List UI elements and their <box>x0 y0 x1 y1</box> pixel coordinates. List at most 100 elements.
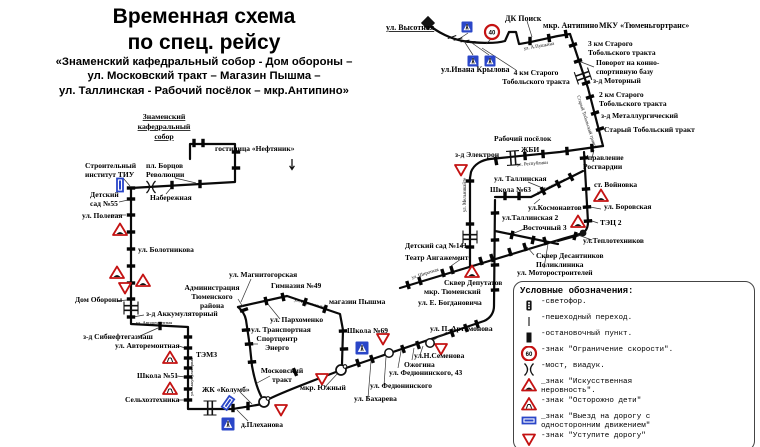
map-label: Рабочий посёлок <box>494 134 552 143</box>
route-line <box>493 229 560 246</box>
map-label: Детский <box>90 190 119 199</box>
map-label: Гимназия №49 <box>271 281 322 290</box>
bus-stop-mark <box>530 235 536 245</box>
map-label: ЖК «Колумб» <box>202 385 250 394</box>
bus-stop-mark <box>183 387 193 391</box>
bus-stop-mark <box>493 156 499 166</box>
bus-stop-mark <box>126 230 136 234</box>
route-subtitle-line3: ул. Таллинская - Рабочий посёлок – мкр.А… <box>59 84 349 97</box>
bus-stop-mark <box>490 238 500 242</box>
map-label: д.Плеханова <box>241 420 283 429</box>
bus-stop-mark <box>263 296 269 306</box>
route-line <box>426 22 572 46</box>
bus-stop-mark <box>517 191 521 201</box>
children-icon <box>162 381 178 395</box>
bus-stop-mark <box>183 366 193 370</box>
map-label: Набережная <box>150 193 192 202</box>
label-leader <box>463 40 474 56</box>
bus-stop-mark <box>280 292 286 302</box>
bus-stop-mark <box>400 344 406 354</box>
map-label: ул. Моторостроителей <box>517 268 593 277</box>
label-leader <box>324 372 339 388</box>
map-label: сад №55 <box>90 199 118 208</box>
tlight-icon <box>526 300 532 311</box>
map-label: ул. Республики <box>517 161 549 168</box>
bus-stop-mark <box>563 29 569 39</box>
bus-stop-mark <box>126 264 136 268</box>
map-label: Восточный 3 <box>523 223 567 232</box>
map-label: Сельхозтехника <box>125 395 180 404</box>
oneway-icon <box>220 394 236 412</box>
tlight-icon <box>526 300 532 311</box>
bus-stop-mark <box>507 247 513 257</box>
map-label: ул. Федюнинского, 43 <box>389 368 462 377</box>
map-label: Ожогина <box>404 360 435 369</box>
pedsign-icon <box>484 55 496 67</box>
yield-icon <box>522 434 536 447</box>
legend-item: -остановочный пункт. <box>519 330 749 345</box>
svg-text:40: 40 <box>489 30 496 36</box>
oneway-icon <box>521 416 537 425</box>
page-title-line1: Временная схема <box>112 5 296 28</box>
tick-icon <box>466 41 476 43</box>
bus-stop-mark <box>231 403 235 413</box>
map-label: ул. Полевая <box>82 211 122 220</box>
map-label: пл. Борцов <box>146 161 183 170</box>
bump-icon <box>593 188 609 202</box>
junction-icon <box>425 338 435 348</box>
bus-stop-mark <box>183 356 193 360</box>
map-label: ул. Транспортная <box>251 325 311 334</box>
bump-icon <box>112 222 128 236</box>
viaduct-icon <box>203 400 217 416</box>
bus-stop-mark <box>417 276 423 286</box>
speed-icon: 60 <box>520 346 538 361</box>
bus-stop-mark <box>590 110 600 116</box>
label-leader <box>481 47 517 71</box>
bus-stop-mark <box>338 329 348 333</box>
map-label: Поликлиника <box>536 260 584 269</box>
map-label: Школа №51 <box>137 371 178 380</box>
map-label: Росгвардии <box>583 162 623 171</box>
map-label: ул. Пархоменко <box>270 315 323 324</box>
tdot-icon <box>579 229 587 237</box>
map-label: ул.Таллинская 2 <box>502 213 559 222</box>
yield-icon <box>434 343 448 356</box>
label-leader <box>459 244 467 247</box>
viaduct-icon <box>123 301 139 315</box>
map-label: ул. Авторемонтная <box>115 341 180 350</box>
label-leader <box>165 187 172 195</box>
legend-box: Условные обозначения: -светофор.-пешеход… <box>513 281 755 447</box>
label-leader <box>266 302 281 320</box>
map-label: мкр. Южный <box>300 383 347 392</box>
bus-stop-mark <box>369 354 375 364</box>
bump-icon <box>464 264 480 278</box>
label-leader <box>580 61 595 68</box>
interchange-icon <box>335 364 348 376</box>
map-label: ул. Боровская <box>604 202 651 211</box>
pedsign-icon <box>467 55 479 67</box>
viaduct-icon <box>573 67 593 85</box>
yield-icon <box>522 434 536 447</box>
map-label: гостиница «Нефтяник» <box>215 144 295 153</box>
legend-item: -знак "Осторожно дети" <box>519 397 749 412</box>
legend-item: -пешеходный переход. <box>519 314 749 329</box>
bus-stop-mark <box>339 347 349 351</box>
bus-stop-mark <box>567 172 575 182</box>
map-label: 2 км Старого <box>599 90 644 99</box>
map-label: Тобольского тракта <box>502 77 570 86</box>
bus-stop-mark <box>449 328 455 338</box>
bus-stop-mark <box>554 179 562 189</box>
label-leader <box>174 177 197 184</box>
route-line <box>236 294 345 366</box>
map-label: тракт <box>272 375 292 384</box>
bus-stop-mark <box>415 340 421 350</box>
map-label: ул. А.Пушкина <box>523 42 555 52</box>
map-label: мкр. Тюменский <box>424 287 481 296</box>
map-label: з-д Электрон <box>455 150 500 159</box>
map-label: собор <box>154 132 174 141</box>
map-label: Сквер Депутатов <box>444 278 502 287</box>
map-label: Управление <box>583 153 624 162</box>
map-label: 4 км Старого <box>514 68 559 77</box>
diamond-icon <box>420 15 436 31</box>
tick-icon <box>453 37 463 41</box>
